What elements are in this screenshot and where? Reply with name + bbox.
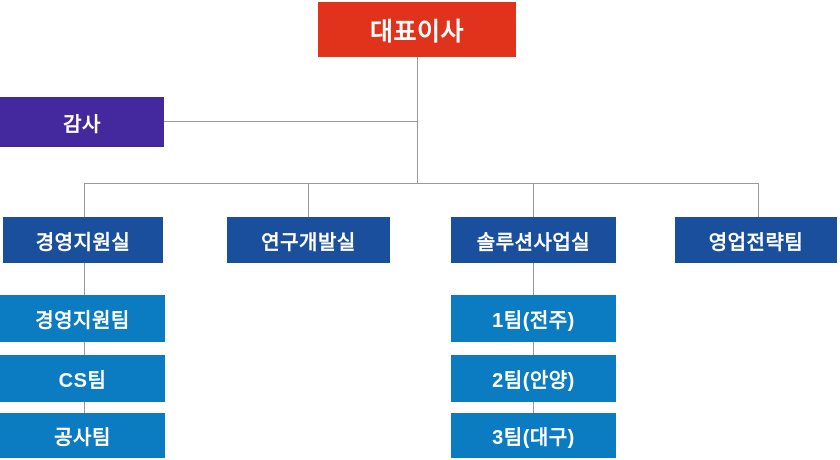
connector-mgmt-column-2 [84,342,85,355]
division-box-solution-business: 솔루션사업실 [451,217,616,263]
team-box-solution-team1: 1팀(전주) [451,295,616,342]
connector-mgmt-column-1 [84,263,85,295]
connector-drop-solution-business [533,184,534,217]
division-box-research-development: 연구개발실 [227,217,390,263]
team-box-management-support: 경영지원팀 [0,295,165,342]
connector-ceo-trunk [417,57,418,183]
auditor-box: 감사 [0,97,164,147]
connector-division-rail [84,183,759,184]
team-box-cs: CS팀 [0,355,165,402]
division-box-management-support: 경영지원실 [3,217,163,263]
connector-solution-column-2 [533,342,534,355]
team-box-construction: 공사팀 [0,413,165,458]
connector-auditor-branch [164,121,418,122]
ceo-box: 대표이사 [318,2,516,57]
division-box-sales-strategy: 영업전략팀 [675,217,837,263]
connector-mgmt-column-3 [84,402,85,413]
connector-solution-column-1 [533,263,534,295]
connector-drop-research-development [308,184,309,217]
connector-drop-management-support [84,184,85,217]
team-box-solution-team3: 3팀(대구) [451,413,616,458]
team-box-solution-team2: 2팀(안양) [451,355,616,402]
connector-solution-column-3 [533,402,534,413]
connector-drop-sales-strategy [758,184,759,217]
